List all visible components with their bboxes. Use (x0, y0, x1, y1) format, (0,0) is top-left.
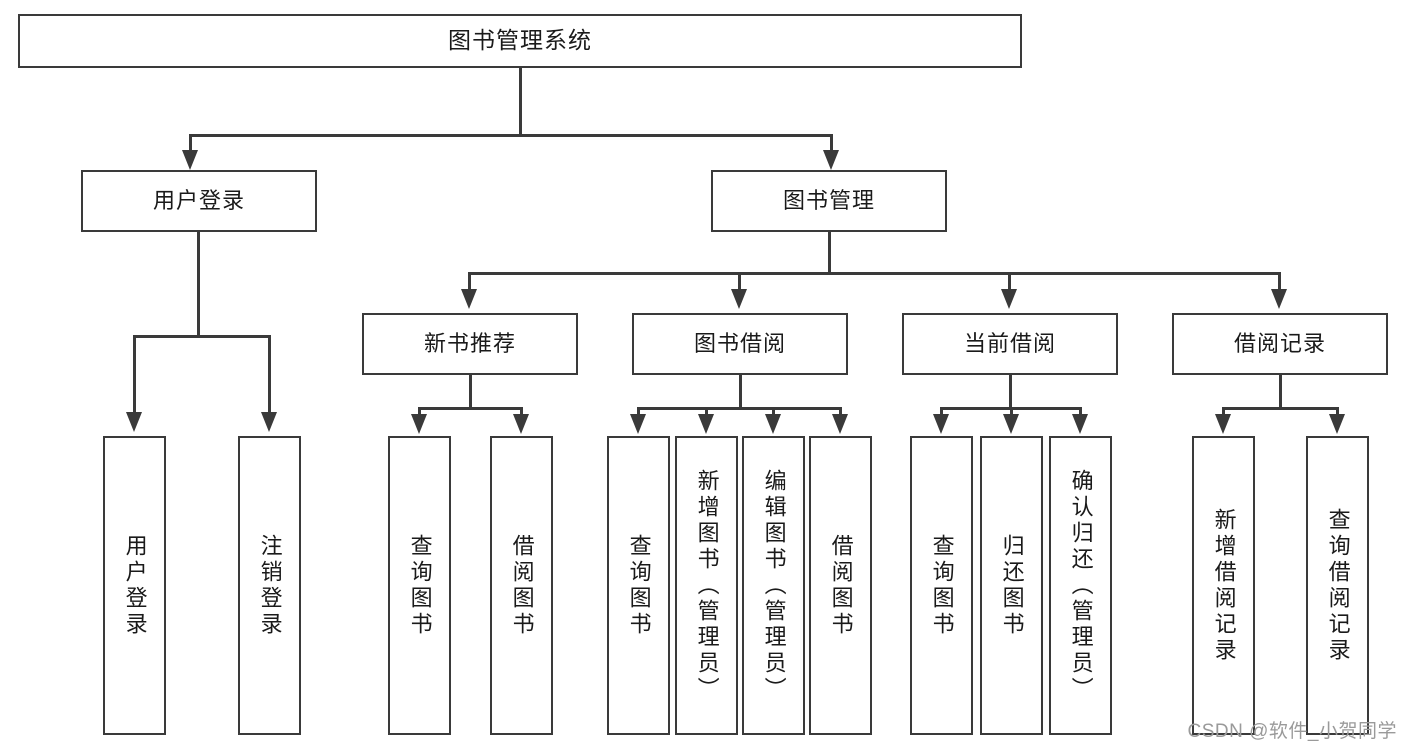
leaf-return-book[interactable]: 归还图书 (980, 436, 1043, 735)
node-label: 用户登录 (152, 187, 245, 213)
leaf-logout[interactable]: 注销登录 (238, 436, 301, 735)
leaf-query-book-current[interactable]: 查询图书 (910, 436, 973, 735)
connector-current-borrow-leaf-2 (1010, 407, 1013, 417)
leaf-query-book-borrow[interactable]: 查询图书 (607, 436, 670, 735)
leaf-user-login[interactable]: 用户登录 (103, 436, 166, 735)
node-label: 注销登录 (257, 533, 283, 638)
node-label: 查询借阅记录 (1325, 507, 1351, 664)
node-label: 图书管理系统 (448, 27, 592, 54)
node-label: 图书管理 (782, 187, 875, 213)
connector-new-book-leaf-2 (520, 407, 523, 417)
connector-borrow-record-stem (1279, 375, 1282, 407)
connector-book-borrow-leaf-2 (705, 407, 708, 417)
node-label: 图书借阅 (693, 330, 786, 356)
node-label: 新增借阅记录 (1211, 507, 1237, 664)
arrowhead-leaf-borrow-book-b (832, 414, 848, 434)
leaf-query-book-recommend[interactable]: 查询图书 (388, 436, 451, 735)
node-label: 确认归还（管理员） (1068, 468, 1094, 703)
arrowhead-borrow-record (1271, 289, 1287, 309)
connector-current-borrow-leaf-1 (940, 407, 943, 417)
arrowhead-leaf-return-book (1003, 414, 1019, 434)
arrowhead-current-borrow (1001, 289, 1017, 309)
connector-to-current-borrow (1008, 272, 1011, 292)
connector-book-borrow-leaf-4 (839, 407, 842, 417)
connector-user-login-bus (133, 335, 271, 338)
arrowhead-leaf-query-record (1329, 414, 1345, 434)
node-label: 查询图书 (626, 533, 652, 638)
connector-current-borrow-stem (1009, 375, 1012, 407)
connector-book-borrow-bus (637, 407, 842, 410)
node-book-management[interactable]: 图书管理 (711, 170, 947, 232)
node-label: 当前借阅 (963, 330, 1056, 356)
connector-to-new-book (468, 272, 471, 292)
connector-user-login-stem (197, 232, 200, 335)
node-label: 用户登录 (122, 533, 148, 638)
connector-borrow-record-bus (1222, 407, 1339, 410)
arrowhead-book-management (823, 150, 839, 170)
node-label: 归还图书 (999, 533, 1025, 638)
connector-current-borrow-leaf-3 (1079, 407, 1082, 417)
leaf-edit-book-admin[interactable]: 编辑图书（管理员） (742, 436, 805, 735)
connector-book-management-stem (828, 232, 831, 272)
arrowhead-leaf-user-login (126, 412, 142, 432)
node-borrow-record[interactable]: 借阅记录 (1172, 313, 1388, 375)
node-current-borrow[interactable]: 当前借阅 (902, 313, 1118, 375)
arrowhead-leaf-query-book-c (933, 414, 949, 434)
connector-to-book-borrow (738, 272, 741, 292)
node-user-login[interactable]: 用户登录 (81, 170, 317, 232)
connector-new-book-bus (418, 407, 523, 410)
connector-user-login-leaf-2 (268, 335, 271, 415)
arrowhead-leaf-add-book (698, 414, 714, 434)
connector-to-borrow-record (1278, 272, 1281, 292)
connector-to-book-management (830, 134, 833, 154)
arrowhead-new-book (461, 289, 477, 309)
node-label: 新增图书（管理员） (694, 468, 720, 703)
arrowhead-leaf-query-book-a (411, 414, 427, 434)
node-label: 借阅记录 (1233, 330, 1326, 356)
arrowhead-leaf-edit-book (765, 414, 781, 434)
connector-to-user-login (189, 134, 192, 154)
connector-root-stem (519, 68, 522, 134)
arrowhead-user-login (182, 150, 198, 170)
leaf-confirm-return-admin[interactable]: 确认归还（管理员） (1049, 436, 1112, 735)
connector-level3-bus (468, 272, 1280, 275)
leaf-borrow-book[interactable]: 借阅图书 (809, 436, 872, 735)
connector-new-book-stem (469, 375, 472, 407)
connector-book-borrow-leaf-1 (637, 407, 640, 417)
node-label: 新书推荐 (423, 330, 516, 356)
connector-book-borrow-stem (739, 375, 742, 407)
arrowhead-leaf-borrow-book-a (513, 414, 529, 434)
connector-user-login-leaf-1 (133, 335, 136, 415)
connector-borrow-record-leaf-1 (1222, 407, 1225, 417)
node-label: 借阅图书 (509, 533, 535, 638)
leaf-query-borrow-record[interactable]: 查询借阅记录 (1306, 436, 1369, 735)
leaf-borrow-book-recommend[interactable]: 借阅图书 (490, 436, 553, 735)
leaf-add-borrow-record[interactable]: 新增借阅记录 (1192, 436, 1255, 735)
node-label: 编辑图书（管理员） (761, 468, 787, 703)
connector-book-borrow-leaf-3 (772, 407, 775, 417)
connector-borrow-record-leaf-2 (1336, 407, 1339, 417)
arrowhead-leaf-query-book-b (630, 414, 646, 434)
node-book-borrow[interactable]: 图书借阅 (632, 313, 848, 375)
node-book-management-system[interactable]: 图书管理系统 (18, 14, 1022, 68)
arrowhead-leaf-add-record (1215, 414, 1231, 434)
connector-level2-bus (189, 134, 833, 137)
arrowhead-leaf-confirm-return (1072, 414, 1088, 434)
arrowhead-book-borrow (731, 289, 747, 309)
node-label: 查询图书 (407, 533, 433, 638)
node-new-book-recommend[interactable]: 新书推荐 (362, 313, 578, 375)
connector-new-book-leaf-1 (418, 407, 421, 417)
arrowhead-leaf-logout (261, 412, 277, 432)
node-label: 查询图书 (929, 533, 955, 638)
node-label: 借阅图书 (828, 533, 854, 638)
leaf-add-book-admin[interactable]: 新增图书（管理员） (675, 436, 738, 735)
